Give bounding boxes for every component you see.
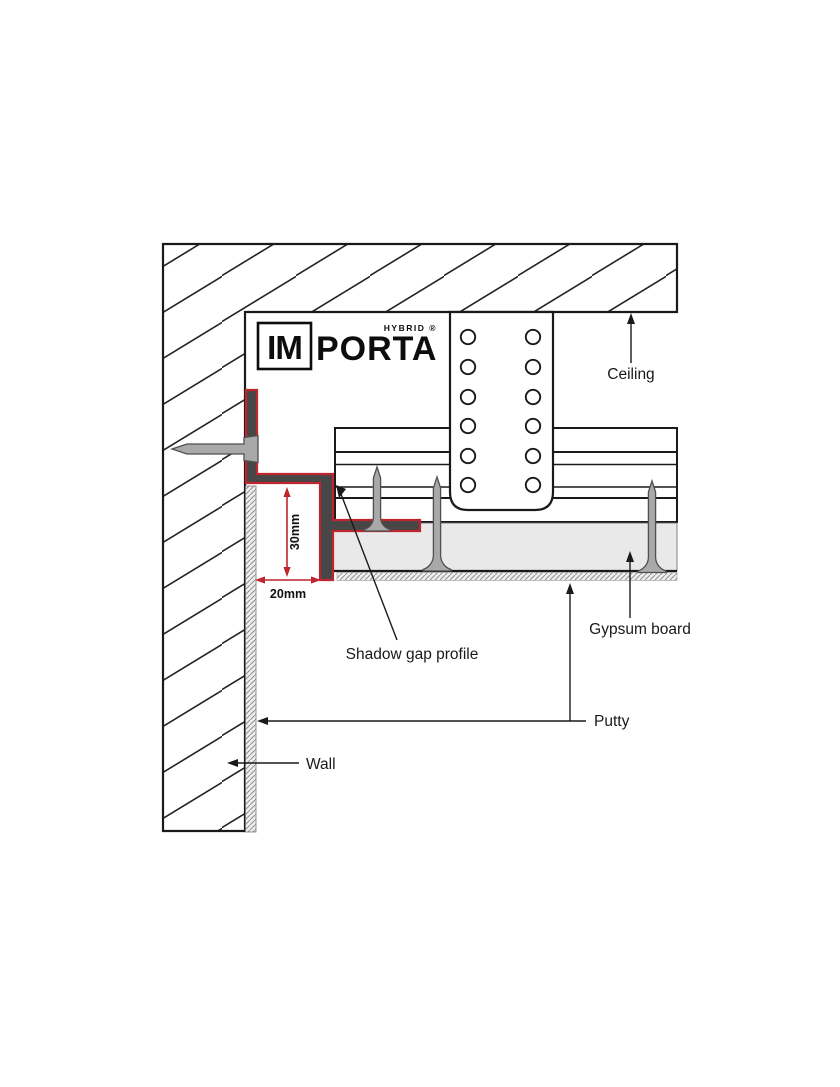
logo-tagline: HYBRID ® — [384, 323, 437, 333]
label-gypsum-board: Gypsum board — [589, 621, 691, 638]
shadow-gap-profile-shape — [244, 388, 422, 582]
wall-and-ceiling-section — [161, 242, 679, 833]
leader-wall: Wall — [227, 756, 336, 773]
putty-layer-ceiling — [336, 572, 678, 581]
leader-ceiling: Ceiling — [607, 313, 655, 383]
logo-main-text: PORTA — [316, 330, 437, 368]
label-wall: Wall — [306, 756, 336, 773]
bracket-holes — [459, 328, 542, 494]
profile-screw — [363, 464, 391, 532]
dimension-20mm: 20mm — [255, 576, 321, 601]
wall-screw — [169, 434, 259, 464]
gypsum-screw-left — [422, 474, 452, 572]
gypsum-screw-right — [637, 478, 667, 574]
putty-layer-wall — [245, 485, 257, 833]
dimension-30mm: 30mm — [283, 487, 302, 577]
logo-box — [256, 321, 313, 371]
logo-boxed-text: IM — [267, 329, 302, 366]
leader-shadow-gap-profile: Shadow gap profile — [336, 485, 478, 663]
dimension-20mm-text: 20mm — [270, 587, 306, 601]
hanger-bracket — [448, 310, 555, 512]
brand-logo: IM PORTA HYBRID ® — [256, 321, 437, 371]
masonry-hatch — [161, 242, 679, 833]
dimension-30mm-text: 30mm — [288, 514, 302, 550]
label-putty: Putty — [594, 713, 630, 730]
label-shadow-gap-profile: Shadow gap profile — [346, 646, 479, 663]
leader-gypsum-board: Gypsum board — [589, 551, 691, 638]
label-ceiling: Ceiling — [607, 366, 654, 383]
leader-putty: Putty — [257, 583, 630, 730]
